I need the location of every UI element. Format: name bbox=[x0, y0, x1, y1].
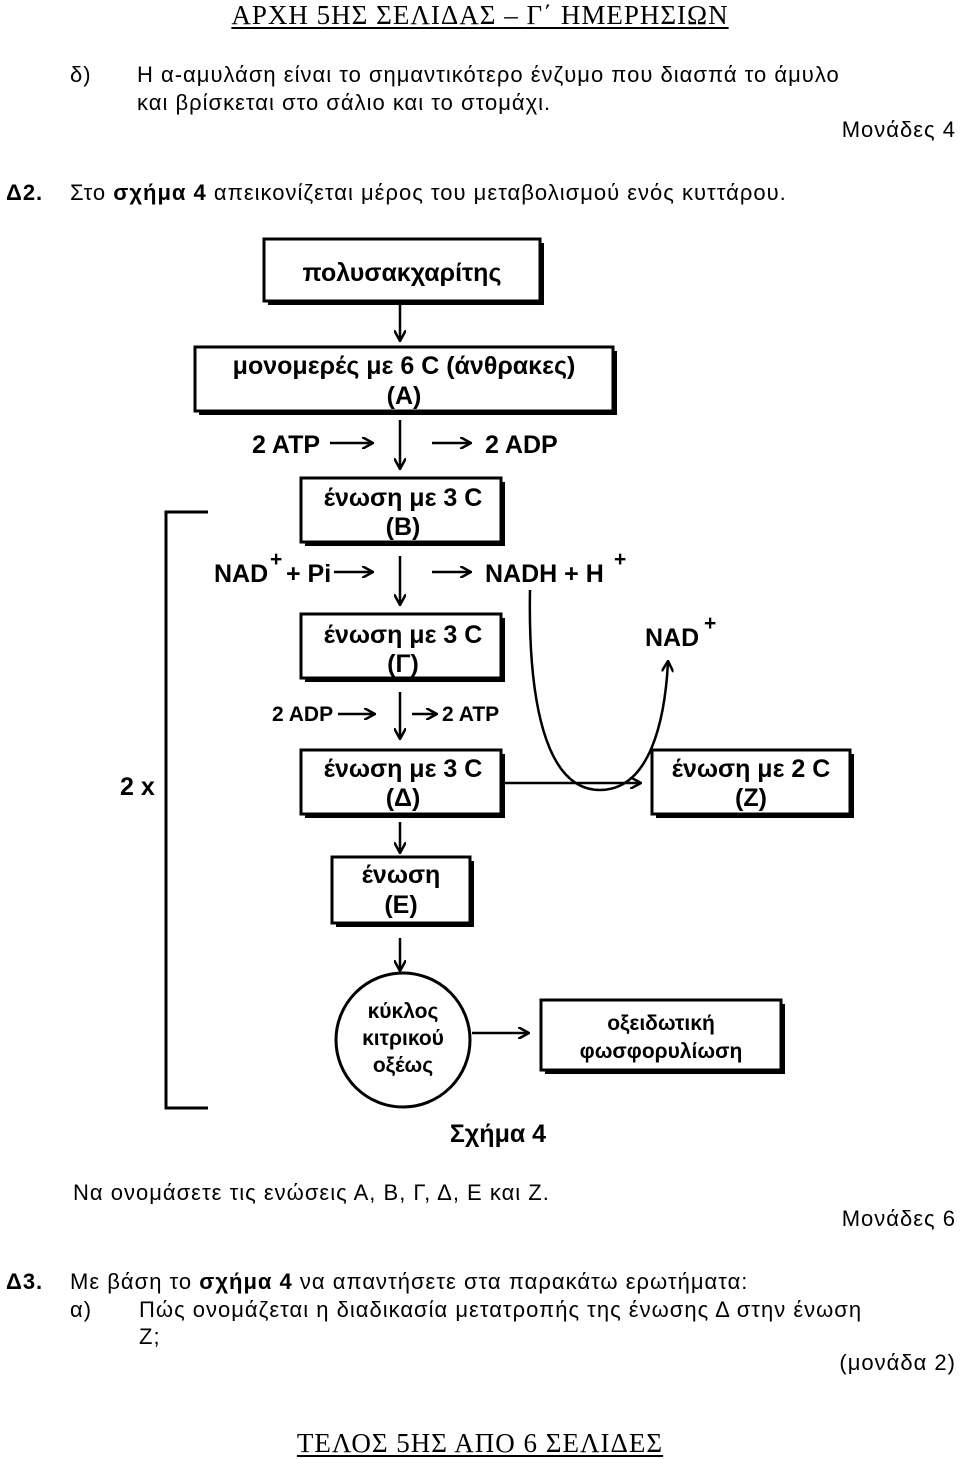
figure-caption: Σχήμα 4 bbox=[450, 1120, 546, 1148]
multiplier-label: 2 x bbox=[120, 773, 155, 801]
box-b-line1: ένωση με 3 C bbox=[324, 484, 483, 512]
box-z-line1: ένωση με 2 C bbox=[672, 755, 831, 783]
points-4: Μονάδες 4 bbox=[841, 117, 956, 142]
points-2: (μονάδα 2) bbox=[839, 1350, 956, 1375]
d2-label: Δ2. bbox=[6, 180, 44, 205]
box-z-line2: (Ζ) bbox=[735, 784, 767, 812]
atp-out-label: 2 ATP bbox=[442, 703, 499, 726]
krebs-cycle: κύκλος κιτρικού οξέως bbox=[334, 971, 472, 1109]
box-e-line1: ένωση bbox=[362, 861, 441, 889]
adp-in-label: 2 ADP bbox=[272, 703, 333, 726]
box-g: ένωση με 3 C (Γ) bbox=[299, 612, 505, 682]
box-d-line1: ένωση με 3 C bbox=[324, 755, 483, 783]
points-6: Μονάδες 6 bbox=[841, 1206, 956, 1231]
polysaccharide-label: πολυσακχαρίτης bbox=[303, 259, 502, 287]
cycle-line2: κιτρικού bbox=[362, 1027, 444, 1050]
nad-in-label: NAD bbox=[214, 560, 268, 588]
box-a: μονομερές με 6 C (άνθρακες) (Α) bbox=[193, 345, 617, 415]
repeat-bracket bbox=[164, 510, 208, 1110]
item-a-line1: Πώς ονομάζεται η διαδικασία μετατροπής τ… bbox=[139, 1297, 863, 1322]
box-a-line1: μονομερές με 6 C (άνθρακες) bbox=[233, 352, 576, 380]
box-g-line1: ένωση με 3 C bbox=[324, 621, 483, 649]
item-d-line1: Η α-αμυλάση είναι το σημαντικότερο ένζυμ… bbox=[137, 62, 840, 87]
pi-label: + Pi bbox=[286, 560, 331, 588]
page-footer: ΤΕΛΟΣ 5ΗΣ ΑΠΟ 6 ΣΕΛΙΔΕΣ bbox=[296, 1428, 664, 1458]
box-d: ένωση με 3 C (Δ) bbox=[299, 748, 505, 818]
d2-text: Στο σχήμα 4 απεικονίζεται μέρος του μετα… bbox=[70, 180, 787, 205]
box-z: ένωση με 2 C (Ζ) bbox=[650, 748, 854, 818]
ox-line2: φωσφορυλίωση bbox=[580, 1040, 743, 1063]
item-d-line2: και βρίσκεται στο σάλιο και το στομάχι. bbox=[137, 90, 552, 115]
ox-line1: οξειδωτική bbox=[607, 1012, 715, 1035]
box-e: ένωση (Ε) bbox=[330, 855, 474, 927]
nad-regen-sup: + bbox=[704, 612, 716, 635]
box-g-line2: (Γ) bbox=[387, 650, 419, 678]
d3-text: Με βάση το σχήμα 4 να απαντήσετε στα παρ… bbox=[70, 1269, 749, 1294]
page-header: ΑΡΧΗ 5ΗΣ ΣΕΛΙΔΑΣ – Γ΄ ΗΜΕΡΗΣΙΩΝ bbox=[231, 0, 729, 30]
box-ox-phos: οξειδωτική φωσφορυλίωση bbox=[539, 998, 785, 1074]
item-a-line2: Ζ; bbox=[139, 1324, 161, 1349]
adp-out-label: 2 ADP bbox=[485, 431, 558, 459]
box-b-line2: (Β) bbox=[386, 513, 421, 541]
item-d-label: δ) bbox=[70, 62, 92, 87]
metabolism-diagram: πολυσακχαρίτης μονομερές με 6 C (άνθρακε… bbox=[120, 237, 854, 1148]
box-a-line2: (Α) bbox=[387, 382, 422, 410]
box-b: ένωση με 3 C (Β) bbox=[299, 476, 505, 546]
box-d-line2: (Δ) bbox=[386, 784, 421, 812]
question-names: Να ονομάσετε τις ενώσεις Α, Β, Γ, Δ, Ε κ… bbox=[73, 1180, 550, 1205]
nad-in-sup: + bbox=[270, 548, 282, 571]
box-e-line2: (Ε) bbox=[384, 891, 417, 919]
cycle-line1: κύκλος bbox=[368, 1000, 439, 1023]
arrow-nadh-to-nad bbox=[528, 589, 668, 792]
cycle-line3: οξέως bbox=[373, 1054, 433, 1077]
item-a-label: α) bbox=[70, 1297, 93, 1322]
d3-label: Δ3. bbox=[6, 1269, 44, 1294]
nadh-out-label: NADH + H bbox=[485, 560, 604, 588]
atp-in-label: 2 ATP bbox=[252, 431, 320, 459]
nad-regen-label: NAD bbox=[645, 624, 699, 652]
polysaccharide-box: πολυσακχαρίτης bbox=[262, 237, 544, 305]
nadh-out-sup: + bbox=[614, 548, 626, 571]
